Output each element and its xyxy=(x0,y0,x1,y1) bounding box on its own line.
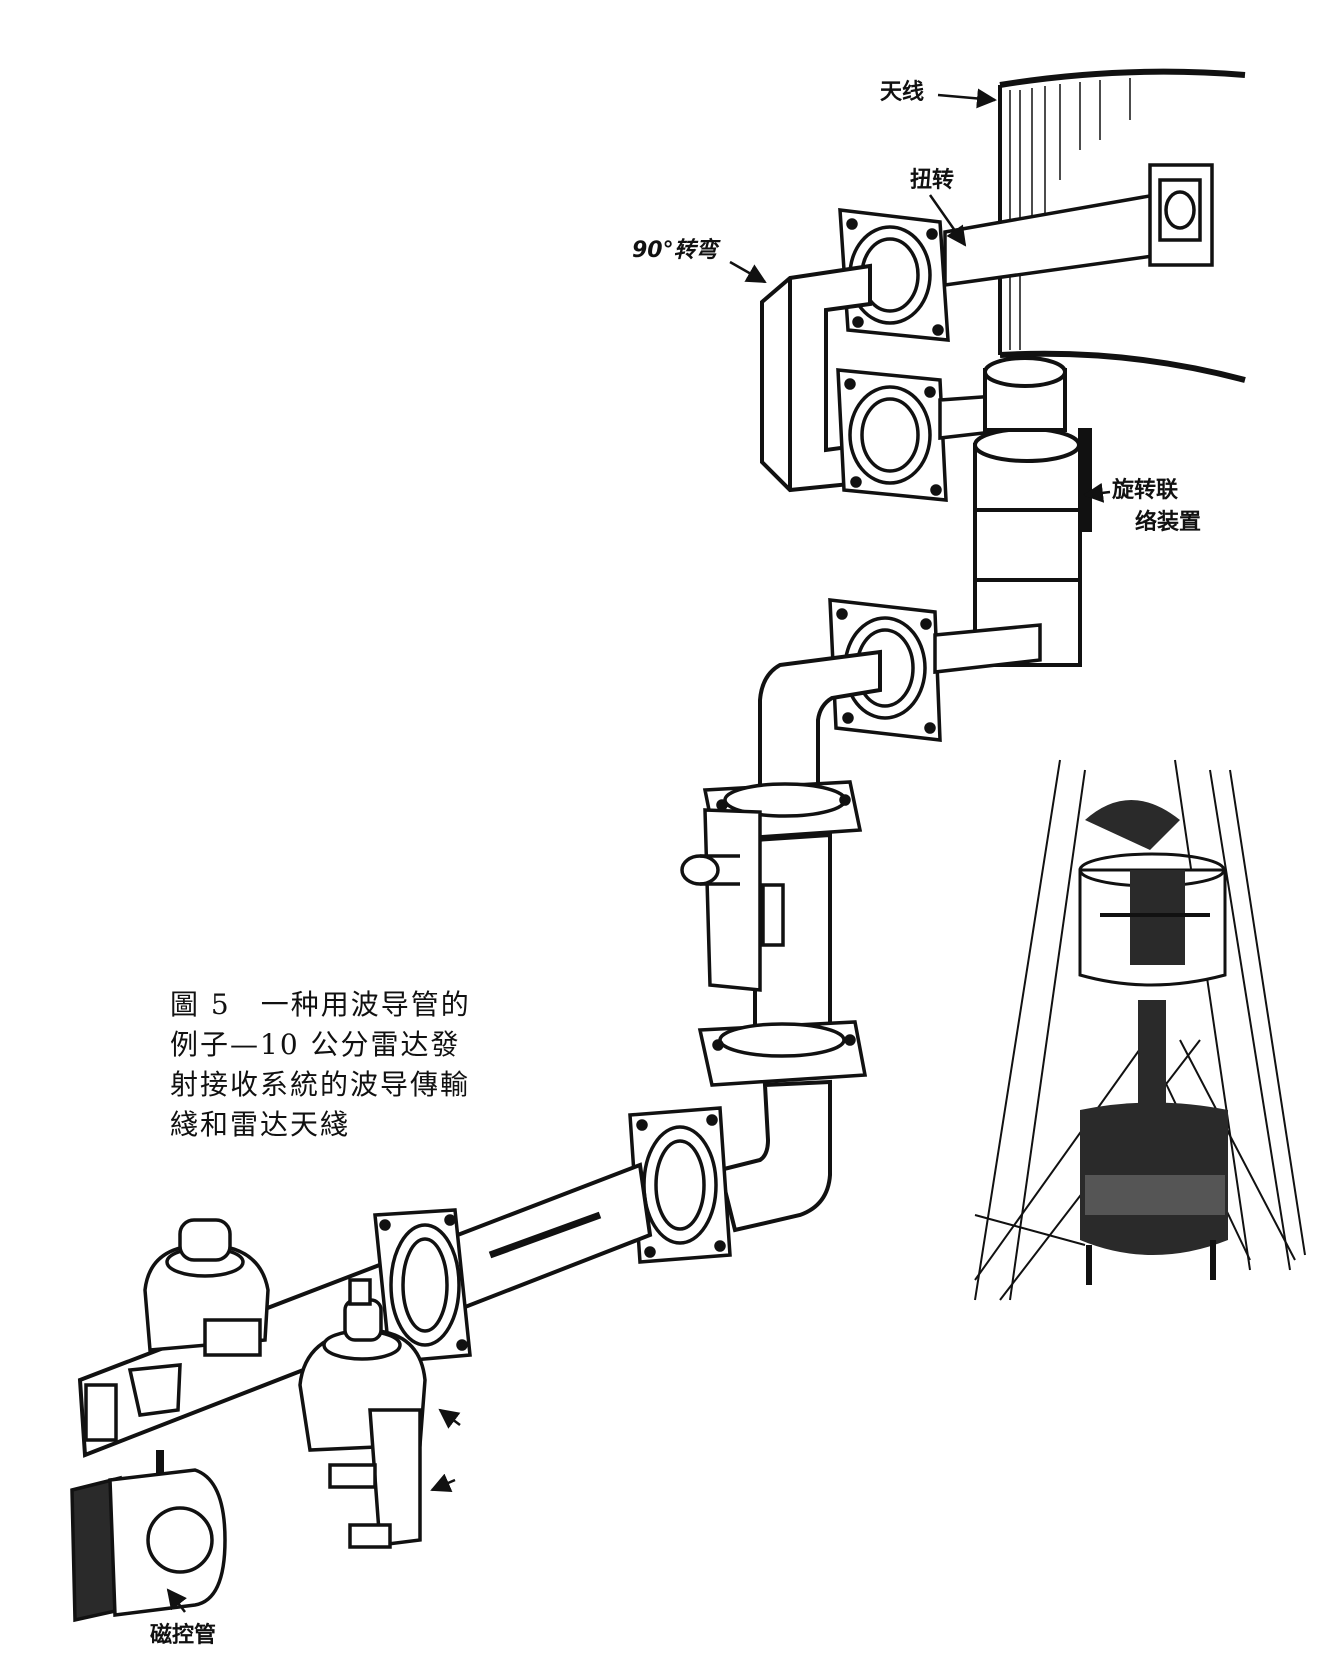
flange-lower-right xyxy=(628,1106,732,1264)
rotary-joint xyxy=(973,356,1092,667)
antenna-photo-inset xyxy=(974,759,1306,1301)
label-rotary-joint-2: 络装置 xyxy=(1135,510,1202,535)
arrow-twist xyxy=(928,194,967,247)
guide-mid-to-rotary xyxy=(933,623,1042,674)
caption-line-4: 綫和雷达天綫 xyxy=(170,1108,351,1141)
label-antenna: 天线 xyxy=(880,80,925,105)
label-bend-90: 90°转弯 xyxy=(632,238,718,263)
tr-tube-left xyxy=(143,1218,270,1357)
tr-tube-right xyxy=(298,1278,427,1549)
arrow-magnetron xyxy=(166,1588,187,1613)
caption-line-3: 射接收系統的波导傳輸 xyxy=(170,1068,471,1101)
upper-flange-2 xyxy=(836,368,948,502)
magnetron xyxy=(70,1450,227,1623)
label-magnetron: 磁控管 xyxy=(150,1623,217,1648)
caption-line-1: 圖 5 一种用波导管的 xyxy=(170,988,471,1021)
arrow-bend-90 xyxy=(729,260,767,284)
flange-vertical-bottom xyxy=(697,1020,868,1087)
guide-open-end xyxy=(84,1383,118,1442)
caption-line-2: 例子—10 公分雷达發 xyxy=(170,1028,461,1061)
side-unit xyxy=(680,808,785,992)
arrow-right-1 xyxy=(438,1408,461,1429)
bend-middle xyxy=(758,649,882,792)
label-twist: 扭转 xyxy=(910,168,955,193)
arrow-right-2 xyxy=(430,1473,456,1492)
twist-section xyxy=(943,163,1214,288)
coupler-knob xyxy=(127,1363,182,1417)
flange-lower-left xyxy=(373,1208,472,1364)
figure-caption: 圖 5 一种用波导管的 例子—10 公分雷达發 射接收系統的波导傳輸 綫和雷达天… xyxy=(170,985,520,1145)
arrow-rotary-joint xyxy=(1083,482,1111,503)
arrow-antenna xyxy=(937,88,997,109)
label-rotary-joint-1: 旋转联 xyxy=(1112,478,1179,503)
guide-slot xyxy=(488,1211,602,1259)
label-arrows xyxy=(166,88,1111,1613)
bend-lower xyxy=(717,1079,832,1233)
